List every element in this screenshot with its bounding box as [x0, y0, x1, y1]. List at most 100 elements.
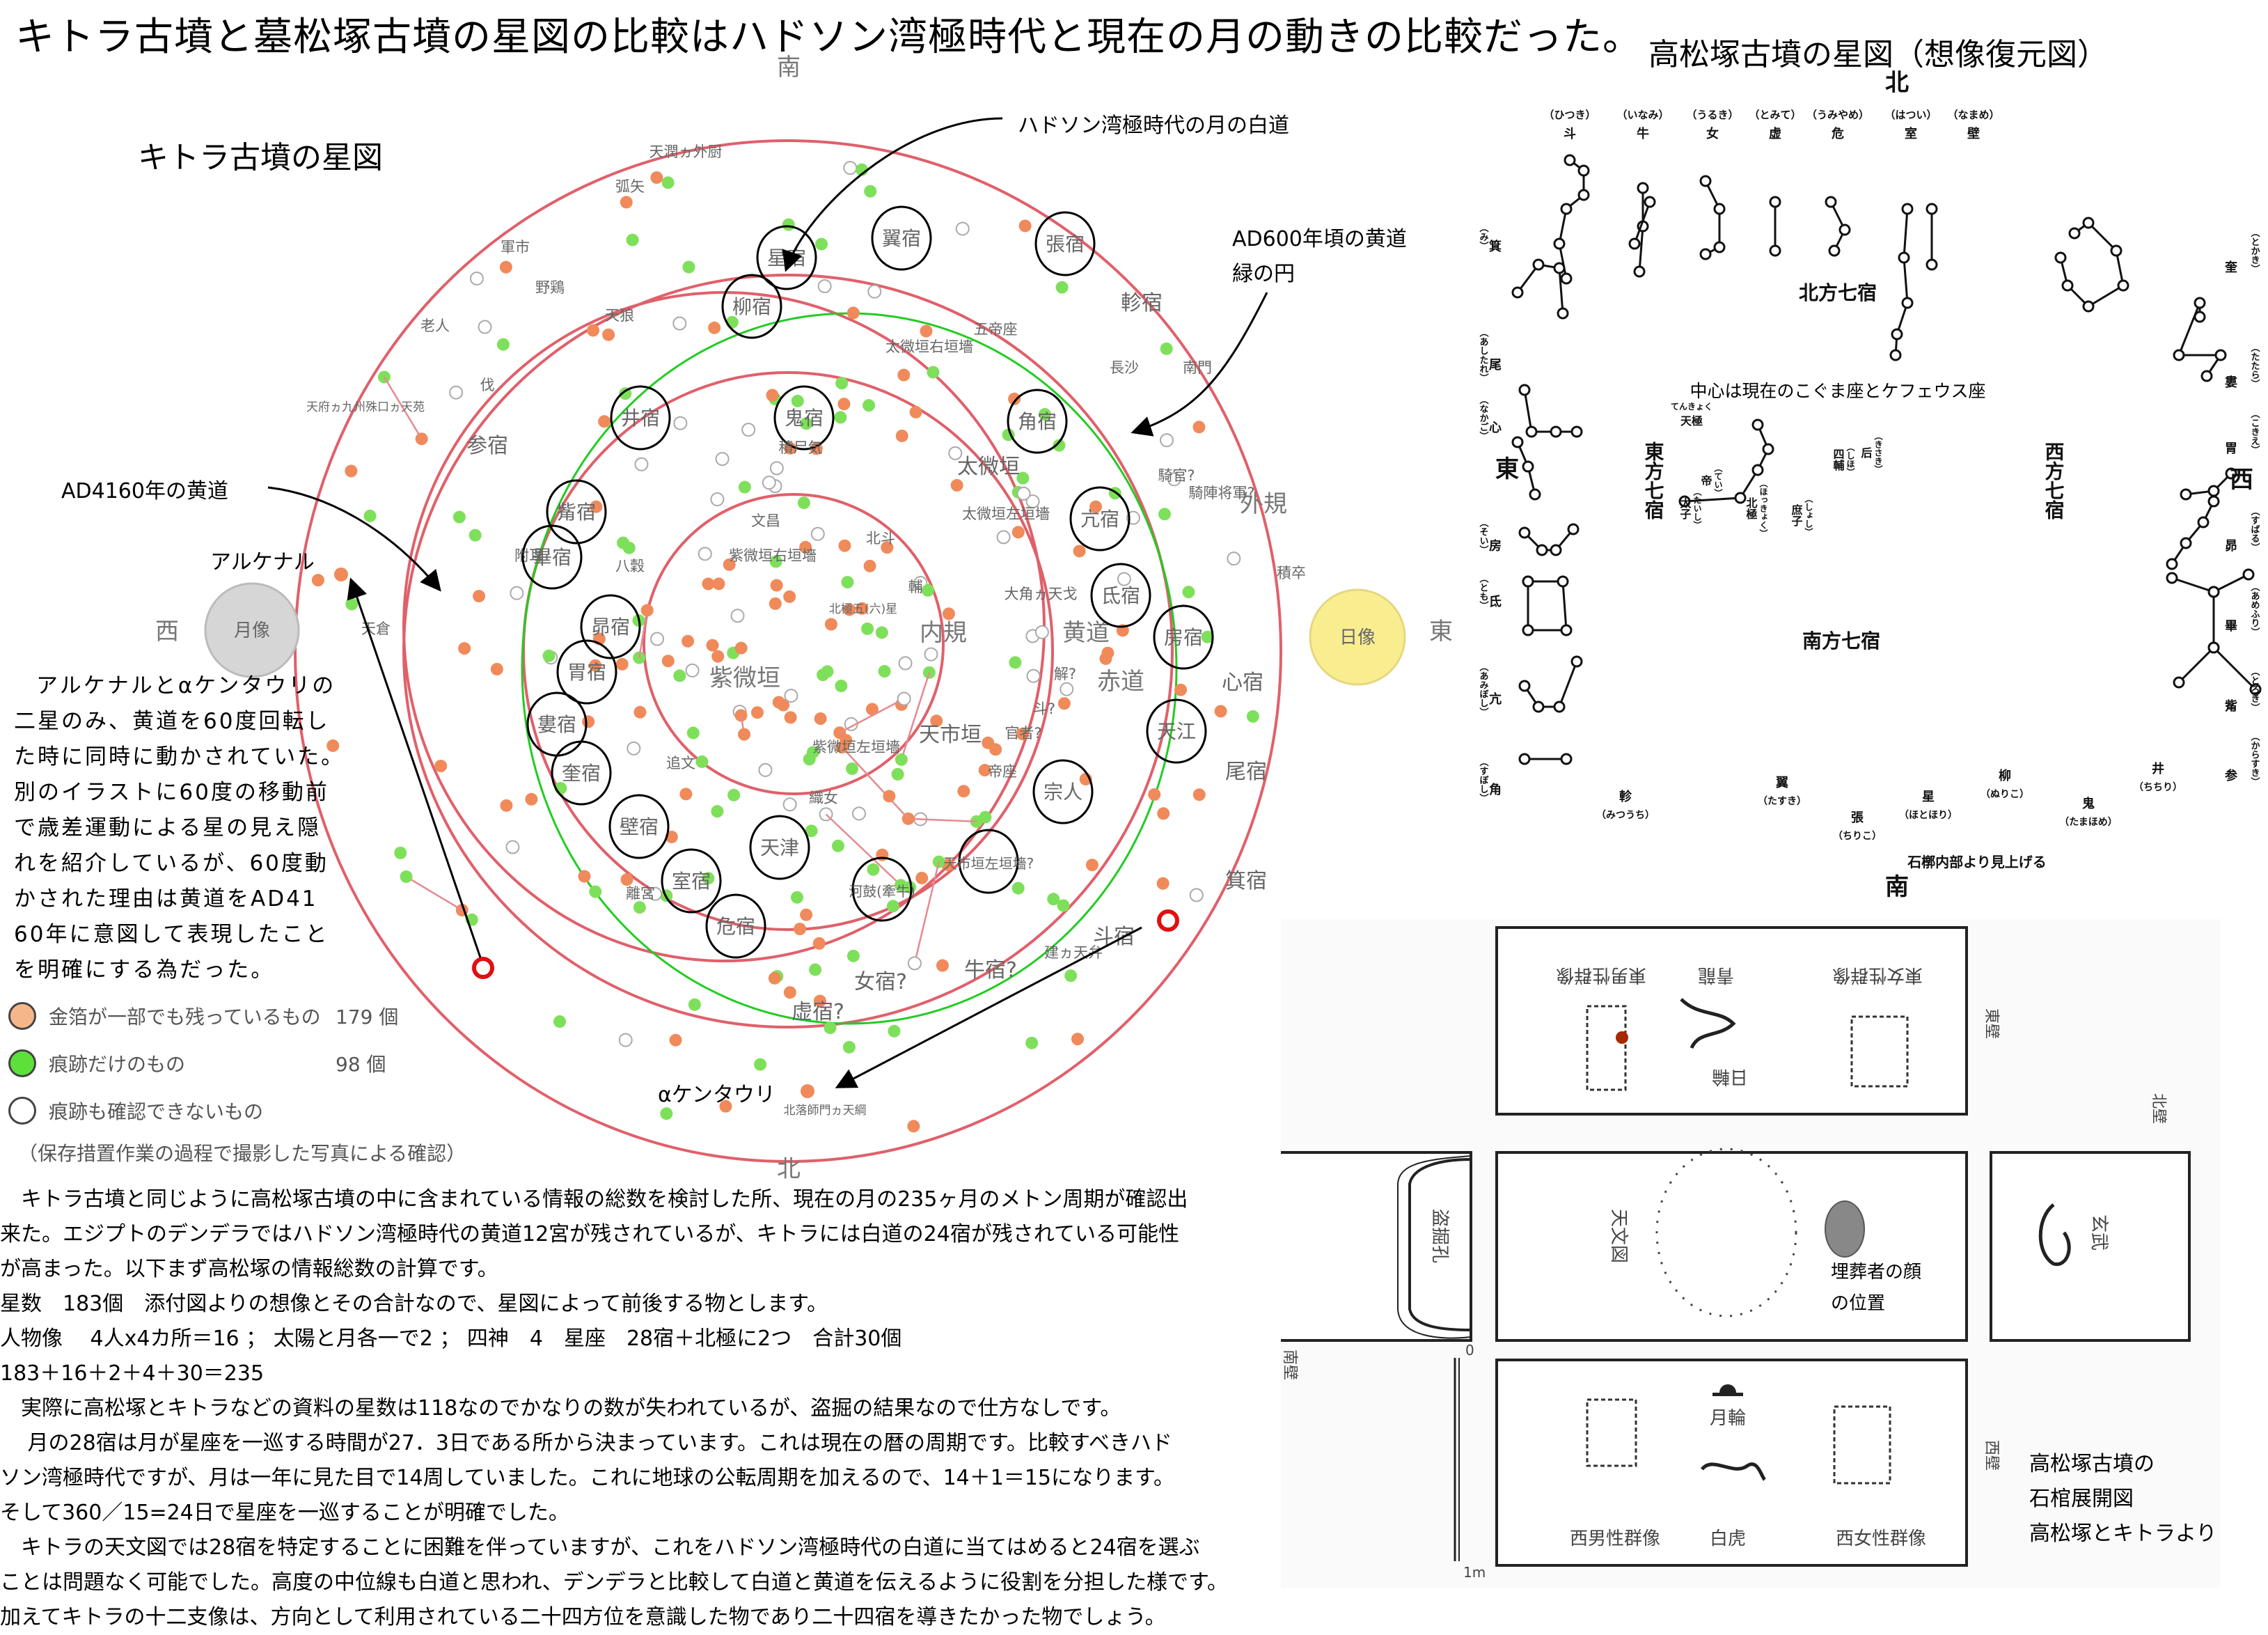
mansion-circle: [705, 893, 766, 959]
tk-constellation-line: [2171, 501, 2215, 565]
star-dot: [770, 579, 783, 592]
tk-north-kanji: 斗: [1564, 127, 1576, 141]
tk-star: [1577, 189, 1590, 201]
alpha-centauri-arrow: [835, 926, 1142, 1088]
mansion-label: 胃宿: [567, 661, 606, 684]
tk-star: [2173, 676, 2185, 689]
star-dot: [682, 634, 695, 648]
star-label: 輔: [908, 579, 923, 595]
star-dot: [620, 196, 633, 209]
tk-west-kanji: 奎: [2224, 260, 2238, 275]
tk-south-kanji: 軫: [1619, 789, 1632, 804]
star-dot: [1025, 494, 1040, 509]
star-label: 太微垣右垣墻: [885, 338, 973, 355]
star-label: 軫宿: [1121, 291, 1163, 315]
tk-star: [1901, 203, 1914, 215]
tk-star: [1550, 544, 1562, 556]
legend-label: 痕跡だけのもの: [49, 1053, 186, 1076]
robbery-hole-outline: [1408, 1158, 1472, 1331]
star-dot: [838, 539, 851, 552]
side-text-line: 二星のみ、黄道を60度回転し: [14, 709, 330, 734]
tk-star: [1536, 544, 1548, 556]
star-dot: [950, 478, 963, 492]
white-tiger-label: 白虎: [1710, 1528, 1746, 1549]
constellation-line: [383, 376, 423, 439]
tk-star: [1633, 265, 1646, 278]
star-dot: [942, 607, 955, 620]
caption-line: 高松塚古墳の: [2029, 1452, 2155, 1476]
tk-west-label: 西: [2230, 466, 2253, 494]
star-dot: [784, 441, 797, 455]
tk-east-kanji: 氐: [1489, 595, 1502, 609]
star-dot: [813, 994, 826, 1008]
tk-west-reading: （からすき）: [2249, 732, 2261, 786]
star-label: 女宿?: [854, 970, 907, 994]
tk-star: [1734, 492, 1747, 504]
tk-center-reading: （しほ）: [1845, 443, 1855, 476]
tk-star: [1751, 464, 1764, 476]
tk-star: [1553, 262, 1566, 274]
tk-north-reading: （なまめ）: [1947, 109, 1999, 121]
star-dot: [895, 753, 908, 766]
takamatsuzuka-star-chart: 北 南 東 西 北方七宿 南方七宿 中心は現在のこぐま座とケフェウス座 石槨内部…: [1478, 69, 2262, 901]
star-dot: [738, 728, 751, 741]
mansion-label: 奎宿: [562, 762, 601, 785]
star-dot: [598, 415, 611, 428]
astronomical-chart-label: 天文図: [1608, 1209, 1629, 1263]
star-dot: [762, 476, 776, 490]
mansion-circle: [580, 594, 641, 659]
tk-star: [2110, 244, 2123, 257]
star-dot: [730, 609, 745, 623]
star-dot: [648, 886, 663, 901]
tk-star: [2225, 467, 2237, 480]
star-dot: [394, 846, 407, 859]
north-wall-label: 北壁: [2150, 1093, 2167, 1124]
star-dot: [1034, 625, 1049, 639]
moon-disc-label: 月輪: [1710, 1408, 1746, 1429]
star-dot: [957, 785, 970, 798]
star-dot: [1016, 486, 1031, 501]
mansion-circle: [521, 524, 583, 590]
hudson-moon-path-note: ハドソン湾極時代の月の白道: [1018, 114, 1289, 138]
star-dot: [640, 604, 654, 617]
body-paragraph-line: そして360／15=24日で星座を一巡することが明確でした。: [0, 1501, 569, 1525]
star-dot: [1099, 652, 1112, 665]
star-dot: [650, 632, 665, 646]
star-label: 軍市: [501, 239, 530, 256]
star-dot: [886, 900, 899, 913]
tk-west-kanji: 婁: [2225, 375, 2237, 390]
mansion-circle: [546, 479, 607, 545]
constellation-line: [825, 813, 901, 886]
star-label: 太微垣左垣墻: [962, 506, 1050, 522]
star-dot: [907, 956, 922, 971]
inner-circle: [643, 493, 945, 795]
mansion-label: 亢宿: [1080, 508, 1119, 531]
tk-center-kanji: 天極: [1680, 414, 1703, 428]
star-label: 織女: [809, 790, 838, 806]
mansion-label: 柳宿: [732, 295, 771, 318]
tk-star: [1828, 244, 1841, 257]
body-paragraph-line: 来た。エジプトのデンデラではハドソン湾極時代の黄道12宮が残されているが、キトラ…: [0, 1222, 1179, 1246]
star-label: 箕宿: [1225, 869, 1267, 893]
tk-star: [1898, 251, 1910, 264]
tk-star: [1637, 182, 1649, 194]
star-dot: [553, 1015, 567, 1028]
tk-star: [2194, 311, 2206, 323]
star-dot: [924, 647, 938, 662]
tk-star: [1532, 258, 1545, 271]
star-label: 天市垣: [919, 723, 982, 747]
south-group-label: 南方七宿: [1802, 629, 1880, 652]
star-dot: [1160, 342, 1173, 355]
east-female-group-label: 東女性群像: [1832, 964, 1923, 985]
star-dot: [719, 1100, 732, 1113]
star-label: 南門: [1183, 359, 1212, 376]
star-label: 天府ヵ九州殊口ヵ天苑: [306, 400, 425, 414]
robbery-hole-label: 盗掘孔: [1429, 1209, 1450, 1263]
tk-north-reading: （うみやめ）: [1806, 109, 1869, 121]
tk-star: [2207, 485, 2220, 497]
star-label: 北極五(六)星: [829, 602, 897, 616]
star-dot: [821, 665, 834, 678]
tk-west-kanji: 昴: [2225, 539, 2237, 554]
star-dot: [1071, 1033, 1085, 1046]
star-dot: [834, 411, 847, 424]
